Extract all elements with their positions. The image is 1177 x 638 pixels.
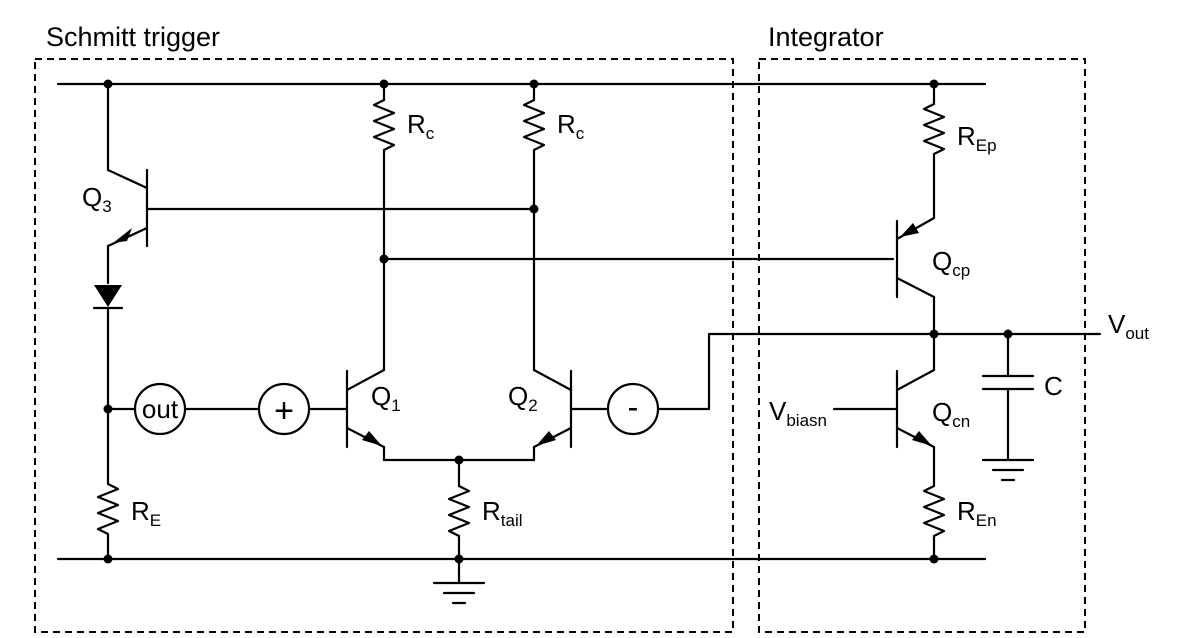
q3-emitter-arrow (113, 228, 132, 243)
ren-label: REn (957, 496, 997, 530)
q3-label: Q3 (82, 182, 112, 216)
rc-left-label: Rc (407, 109, 435, 143)
ren-resistor (922, 480, 946, 561)
ground-symbol-right (981, 458, 1035, 482)
rep-resistor (922, 102, 946, 162)
rc-right-label: Rc (557, 109, 585, 143)
schmitt-trigger-block (34, 58, 734, 633)
rtail-label: Rtail (482, 496, 523, 530)
qcp-label: Qcp (932, 246, 970, 280)
vout-label: Vout (1108, 309, 1149, 343)
plus-terminal-label: + (274, 392, 294, 430)
vbiasn-label: Vbiasn (769, 396, 827, 430)
rep-label: REp (957, 121, 997, 155)
qcn-label: Qcn (932, 397, 970, 431)
re-label: RE (131, 496, 161, 530)
q3-column (92, 82, 536, 561)
integrator-title: Integrator (768, 22, 884, 52)
out-terminal-label: out (142, 394, 179, 424)
capacitor-label: C (1044, 371, 1063, 401)
integrator-circuit (832, 82, 1035, 561)
qcn-emitter-arrow (912, 431, 932, 446)
junction-dots (103, 79, 1013, 564)
diode-symbol (94, 285, 122, 307)
vout-feedback-wire (656, 332, 1102, 411)
rc-left-resistor (372, 98, 396, 155)
ground-symbol-left (432, 581, 486, 605)
schmitt-trigger-title: Schmitt trigger (46, 22, 220, 52)
minus-terminal-label: - (628, 389, 639, 425)
rtail-resistor (447, 480, 471, 561)
q2-label: Q2 (508, 381, 538, 415)
rc-right-resistor (522, 98, 546, 155)
q1-label: Q1 (371, 381, 401, 415)
q2-emitter-arrow (536, 431, 556, 446)
qcp-emitter-arrow (900, 223, 919, 237)
q1-emitter-arrow (362, 431, 382, 446)
q2-branch (522, 82, 573, 462)
re-resistor (96, 478, 120, 561)
integrator-block (758, 58, 1086, 633)
